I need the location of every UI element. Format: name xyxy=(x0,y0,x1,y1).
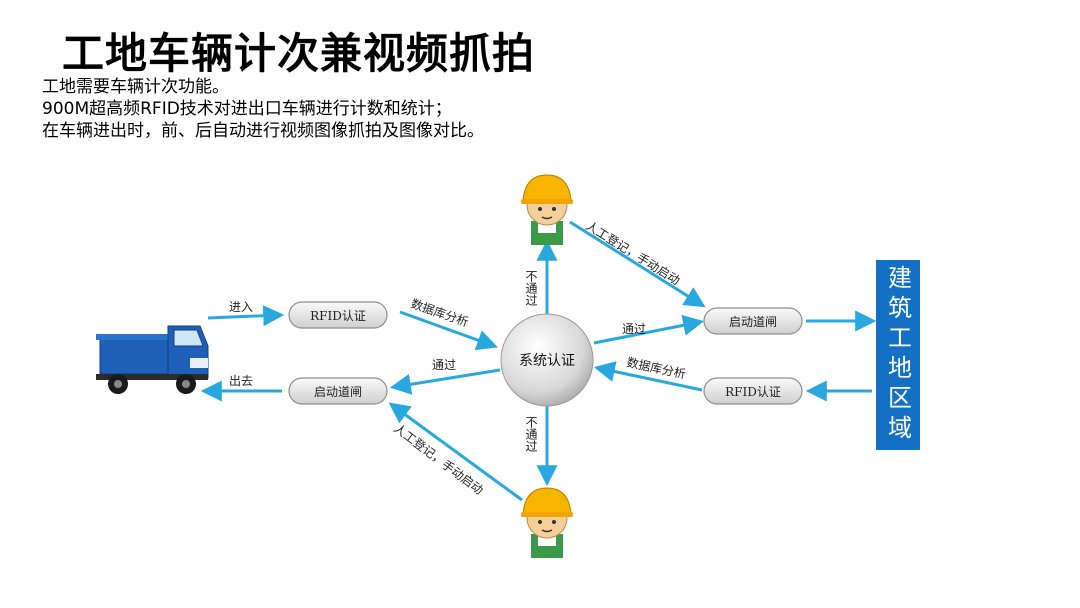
system-auth-node: 系统认证 xyxy=(500,313,594,407)
label-db-right: 数据库分析 xyxy=(625,354,687,381)
arrow-pass-left xyxy=(389,368,501,395)
label-exit: 出去 xyxy=(229,374,253,388)
rfid-left-node: RFID认证 xyxy=(288,301,388,329)
description-line-3: 在车辆进出时，前、后自动进行视频图像抓拍及图像对比。 xyxy=(42,121,484,141)
svg-text:启动道闸: 启动道闸 xyxy=(729,315,777,329)
svg-text:RFID认证: RFID认证 xyxy=(725,385,781,399)
arrow-enter xyxy=(207,305,285,327)
description: 工地需要车辆计次功能。 900M超高频RFID技术对进出口车辆进行计数和统计； … xyxy=(42,76,484,142)
label-pass-right: 通过 xyxy=(622,322,646,336)
label-fail-top: 不通过 xyxy=(524,270,538,306)
svg-text:RFID认证: RFID认证 xyxy=(310,309,366,323)
label-db-left: 数据库分析 xyxy=(409,296,471,330)
worker-top-icon xyxy=(521,174,573,245)
rfid-right-node: RFID认证 xyxy=(703,377,803,405)
construction-site-box: 建筑工地区域 xyxy=(876,260,920,450)
label-fail-bottom: 不通过 xyxy=(524,416,538,452)
construction-site-label: 建筑工地区域 xyxy=(883,265,912,445)
arrow-db-left xyxy=(399,310,498,351)
label-manual-top: 人工登记，手动启动 xyxy=(583,218,683,288)
page-title: 工地车辆计次兼视频抓拍 xyxy=(62,29,536,78)
label-manual-bottom: 人工登记，手动启动 xyxy=(391,420,486,497)
arrow-manual-top xyxy=(569,220,706,308)
label-pass-left: 通过 xyxy=(432,358,456,372)
arrow-pass-right xyxy=(593,314,705,345)
truck-icon xyxy=(96,325,209,394)
svg-text:系统认证: 系统认证 xyxy=(519,353,575,369)
description-line-2: 900M超高频RFID技术对进出口车辆进行计数和统计； xyxy=(42,99,452,119)
label-enter: 进入 xyxy=(229,300,253,314)
worker-bottom-icon xyxy=(521,487,573,558)
arrow-db-right xyxy=(593,361,703,392)
svg-text:启动道闸: 启动道闸 xyxy=(314,385,362,399)
description-line-1: 工地需要车辆计次功能。 xyxy=(42,77,229,97)
arrow-manual-bottom xyxy=(388,402,523,502)
gate-left-node: 启动道闸 xyxy=(288,377,388,405)
gate-right-node: 启动道闸 xyxy=(703,307,803,335)
